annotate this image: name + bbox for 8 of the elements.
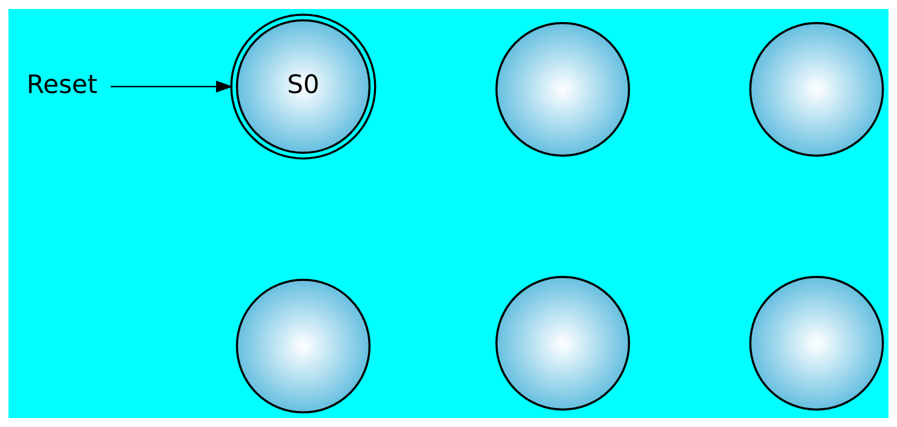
node-text: Reset [26, 68, 98, 99]
node-circle [749, 276, 884, 411]
node-circle: S0 [230, 14, 376, 160]
arrow [110, 80, 233, 92]
node-circle [236, 278, 371, 414]
node-circle [495, 22, 630, 157]
node-circle [749, 22, 884, 157]
node-circle [495, 276, 630, 411]
